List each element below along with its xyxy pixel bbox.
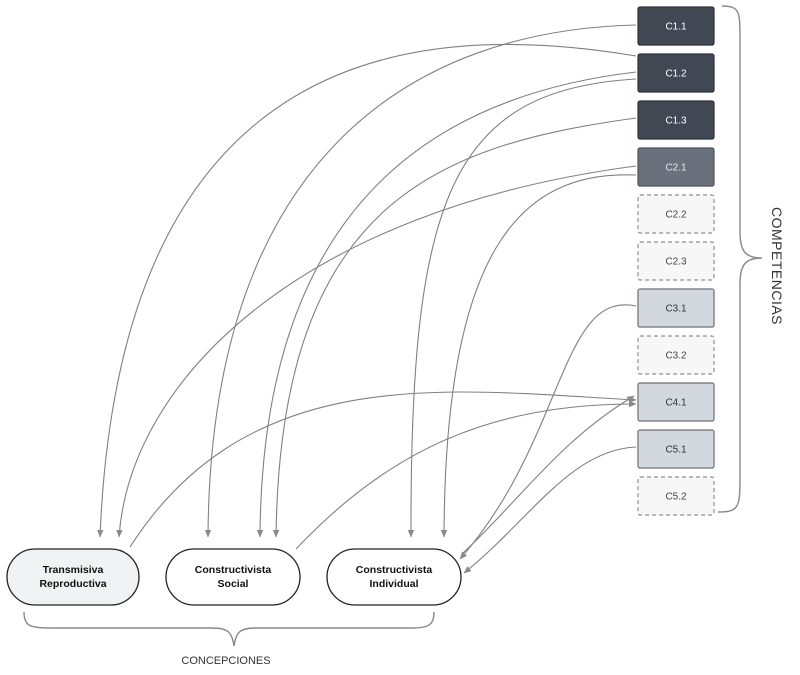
- competencia-box-rect: [637, 241, 715, 281]
- arrow-c1-2-to-transmisiva: [97, 43, 637, 538]
- competencia-label: C2.3: [665, 257, 687, 268]
- competencia-box-c1-2: C1.2: [637, 53, 715, 93]
- concepcion-label-line: Constructivista: [195, 564, 272, 576]
- competencia-box-c2-1: C2.1: [637, 147, 715, 187]
- competencia-box-rect: [637, 476, 715, 516]
- competencia-box-rect: [637, 147, 715, 187]
- competencia-label: C1.1: [665, 22, 687, 33]
- competencia-label: C4.1: [665, 398, 687, 409]
- concepcion-node-shape: [165, 548, 301, 606]
- competencia-box-rect: [637, 382, 715, 422]
- concepcion-label-line: Social: [218, 578, 249, 590]
- competencia-box-c1-1: C1.1: [637, 6, 715, 46]
- arrow-individual-to-c4-1: [461, 395, 635, 555]
- arrow-c5-1-to-individual: [463, 446, 637, 574]
- competencia-box-rect: [637, 53, 715, 93]
- arrow-transmisiva-to-c4-1: [129, 391, 637, 548]
- competencias-label: COMPETENCIAS: [769, 207, 785, 325]
- concepciones-label: CONCEPCIONES: [181, 655, 270, 667]
- competencia-box-rect: [637, 288, 715, 328]
- arrows-layer: [97, 24, 637, 574]
- competencia-box-c3-2: C3.2: [637, 335, 715, 375]
- competencia-box-rect: [637, 429, 715, 469]
- competencia-box-c3-1: C3.1: [637, 288, 715, 328]
- concepcion-label-line: Transmisiva: [43, 564, 104, 576]
- competencia-box-c5-2: C5.2: [637, 476, 715, 516]
- competencia-box-c5-1: C5.1: [637, 429, 715, 469]
- arrow-c1-2-to-individual: [407, 78, 637, 538]
- arrow-c2-1-to-transmisiva: [116, 165, 637, 538]
- competencia-label: C5.1: [665, 445, 687, 456]
- competencias-brace: [717, 5, 763, 513]
- competencia-label: C3.1: [665, 304, 687, 315]
- competencia-label: C5.2: [665, 492, 687, 503]
- arrow-c3-1-to-individual: [459, 304, 637, 560]
- competencia-box-c4-1: C4.1: [637, 382, 715, 422]
- arrow-c1-1-to-social: [204, 24, 637, 538]
- competencias-boxes: C1.1C1.2C1.3C2.1C2.2C2.3C3.1C3.2C4.1C5.1…: [637, 6, 715, 516]
- concepcion-label-line: Reproductiva: [39, 578, 106, 590]
- arrow-c1-3-to-social: [272, 117, 637, 538]
- competencia-label: C3.2: [665, 351, 687, 362]
- competencia-box-c2-2: C2.2: [637, 194, 715, 234]
- competencia-box-c1-3: C1.3: [637, 100, 715, 140]
- competencia-label: C2.2: [665, 210, 687, 221]
- concepcion-node-shape: [6, 548, 140, 606]
- concepcion-node-shape: [326, 548, 462, 606]
- concepcion-label-line: Constructivista: [356, 564, 433, 576]
- competencia-label: C2.1: [665, 163, 687, 174]
- competencia-label: C1.3: [665, 116, 687, 127]
- competencia-label: C1.2: [665, 69, 687, 80]
- arrow-c2-1-to-individual: [440, 174, 637, 538]
- competencia-box-rect: [637, 194, 715, 234]
- competencia-box-rect: [637, 100, 715, 140]
- concepcion-label-line: Individual: [369, 578, 418, 590]
- competencia-box-rect: [637, 335, 715, 375]
- competencia-box-rect: [637, 6, 715, 46]
- arrow-social-to-c4-1: [295, 400, 637, 550]
- arrow-c1-2-to-social: [256, 71, 637, 538]
- concepciones-brace: [23, 611, 435, 647]
- competencia-box-c2-3: C2.3: [637, 241, 715, 281]
